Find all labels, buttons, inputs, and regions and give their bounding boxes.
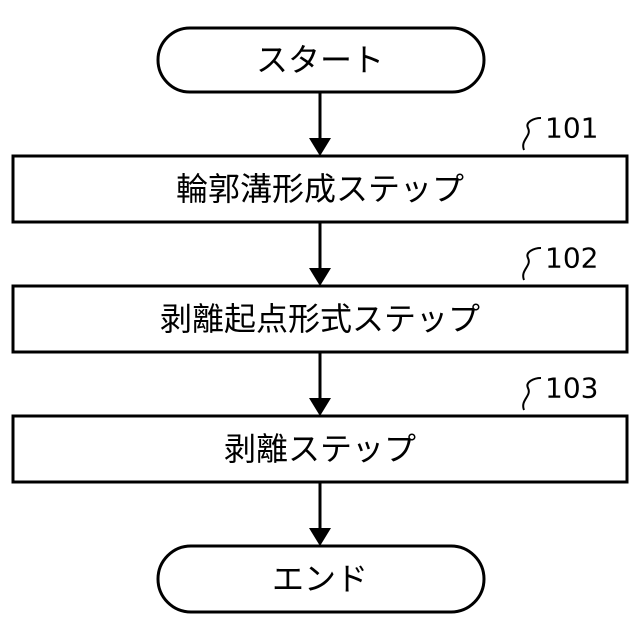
arrow-step-3-to-end <box>309 482 331 546</box>
arrow-step-1-to-step-2 <box>309 222 331 286</box>
end-terminal: エンド <box>158 546 484 612</box>
step-3-reference-number: 103 <box>545 372 598 405</box>
step-2-label: 剥離起点形式ステップ <box>160 300 480 338</box>
step-1-label: 輪郭溝形成ステップ <box>176 170 464 208</box>
end-terminal-label: エンド <box>272 560 368 598</box>
start-terminal-label: スタート <box>256 41 384 79</box>
step-2: 剥離起点形式ステップ <box>13 286 627 352</box>
arrow-start-to-step-1 <box>309 92 331 156</box>
step-2-reference-number: 102 <box>545 242 598 275</box>
step-1-reference: 101 <box>523 112 598 151</box>
step-2-reference: 102 <box>523 242 598 281</box>
step-3-reference: 103 <box>523 372 598 411</box>
step-3: 剥離ステップ <box>13 416 627 482</box>
arrow-step-2-to-step-3 <box>309 352 331 416</box>
step-1-reference-number: 101 <box>545 112 598 145</box>
step-3-label: 剥離ステップ <box>224 430 416 468</box>
start-terminal: スタート <box>158 28 484 92</box>
step-2-leader-line <box>523 248 541 280</box>
step-1-leader-line <box>523 118 541 150</box>
step-3-leader-line <box>523 378 541 410</box>
step-1: 輪郭溝形成ステップ <box>13 156 627 222</box>
